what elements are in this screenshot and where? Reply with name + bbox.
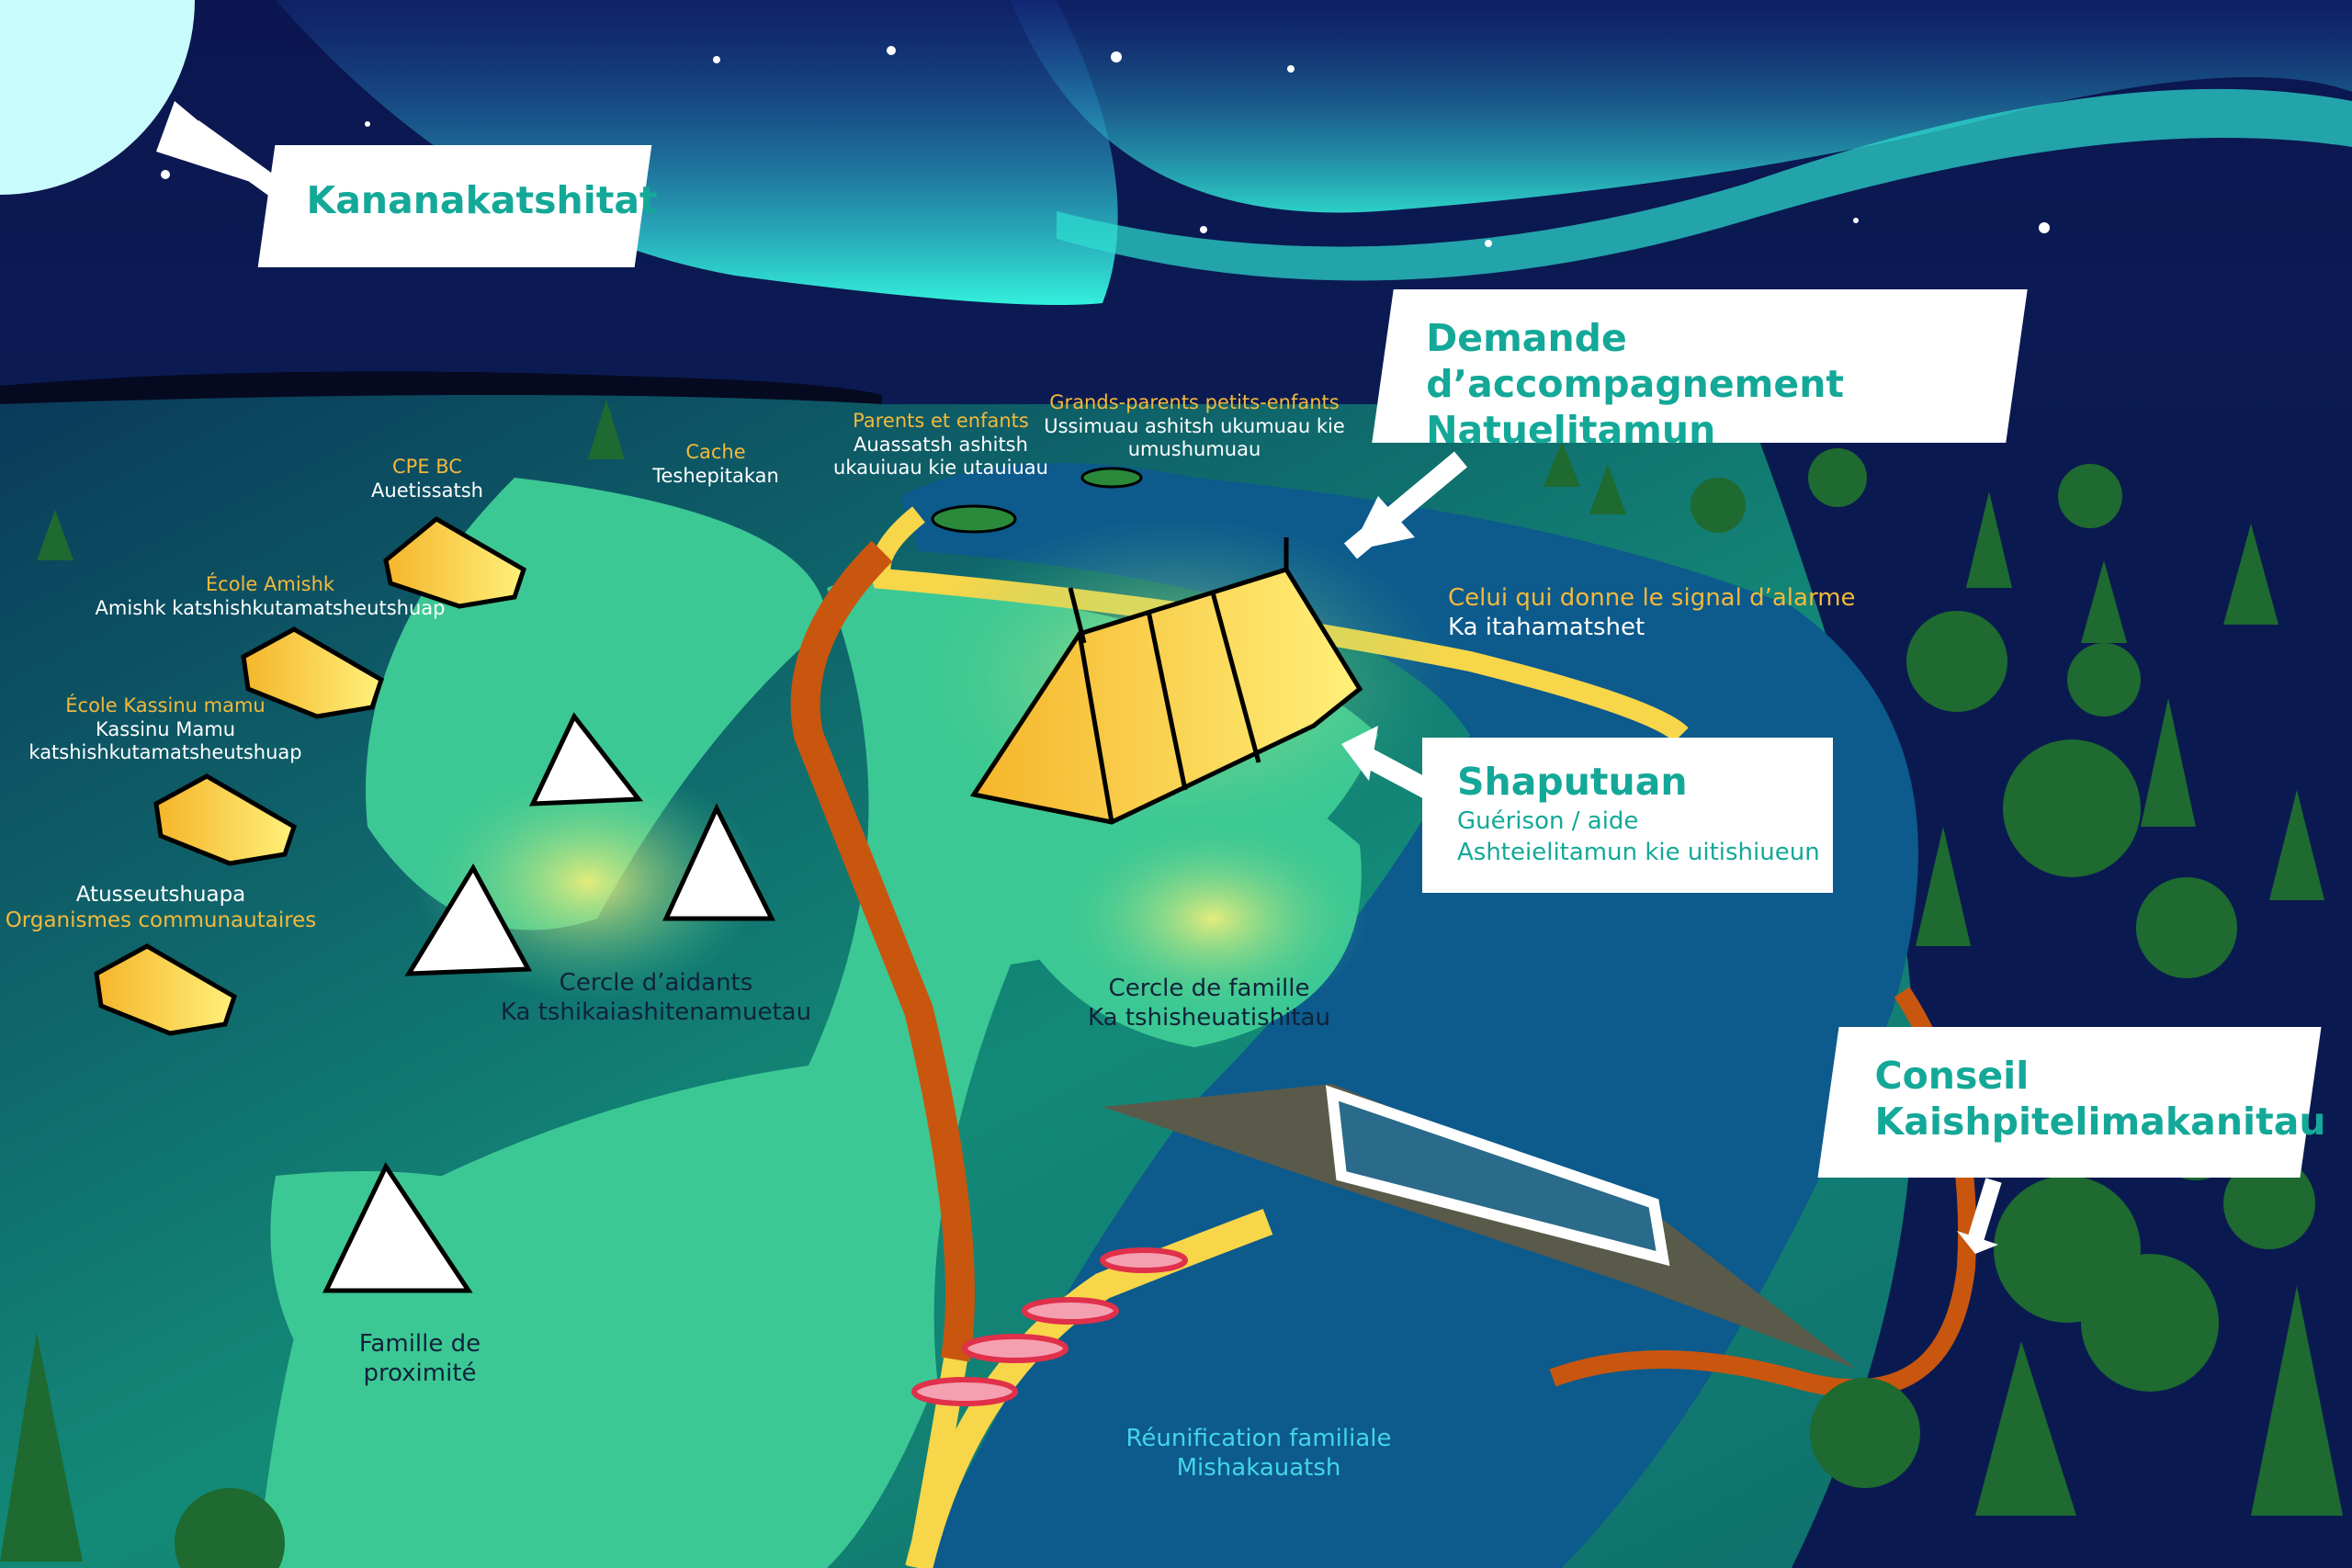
label-amishk: École Amishk Amishk katshishkutamatsheut… <box>96 573 446 620</box>
label-line: Famille de <box>358 1330 481 1358</box>
label-innu: umushumuau <box>1127 438 1261 461</box>
label-reunification: Réunification familiale Mishakauatsh <box>1126 1425 1392 1483</box>
label-innu: katshishkutamatsheutshuap <box>28 741 302 764</box>
canoes <box>931 467 1143 534</box>
label-innu: Ka tshikaiashitenamuetau <box>500 998 812 1026</box>
callout-line: Guérison / aide <box>1457 807 1639 835</box>
label-proximity: Famille de proximité <box>359 1330 481 1388</box>
label-innu: Auassatsh ashitsh <box>854 433 1028 456</box>
label-kassinu: École Kassinu mamu Kassinu Mamu katshish… <box>28 694 301 765</box>
label-helpers: Cercle d’aidants Ka tshikaiashitenamueta… <box>501 969 811 1027</box>
label-fr: Cercle de famille <box>1108 975 1310 1002</box>
callout-line: Conseil <box>1874 1054 2030 1098</box>
label-cpe: CPE BC Auetissatsh <box>371 456 483 502</box>
callout-title: Kananakatshitat <box>306 178 658 222</box>
callout-line: Natuelitamun <box>1426 408 1716 453</box>
fire-glow <box>1057 818 1369 1020</box>
label-cache: Cache Teshepitakan <box>652 441 779 488</box>
label-fr: Parents et enfants <box>853 410 1029 432</box>
callout-title: Shaputuan <box>1457 760 1688 804</box>
label-family-circle: Cercle de famille Ka tshisheuatishitau <box>1088 975 1330 1032</box>
waterfall <box>1325 1085 1670 1267</box>
label-alarm: Celui qui donne le signal d’alarme Ka it… <box>1448 584 1856 642</box>
label-innu: ukauiuau kie utauiuau <box>833 457 1048 479</box>
label-innu: Ussimuau ashitsh ukumuau kie <box>1044 414 1345 437</box>
callout-kananakatshitat: Kananakatshitat <box>257 145 658 267</box>
callout-request: Demande d’accompagnement Natuelitamun <box>1372 289 2028 452</box>
label-innu: Amishk katshishkutamatsheutshuap <box>95 596 446 619</box>
small-tents <box>94 515 527 1036</box>
callout-line: Kaishpitelimakanitau <box>1874 1100 2326 1145</box>
label-innu: Teshepitakan <box>652 464 779 487</box>
aurora <box>1057 88 2352 281</box>
label-innu: Auetissatsh <box>371 479 483 502</box>
label-fr: Cercle d’aidants <box>559 969 753 997</box>
label-organismes: Atusseutshuapa Organismes communautaires <box>6 882 317 933</box>
red-canoes <box>911 1247 1188 1406</box>
callout-shaputuan: Shaputuan Guérison / aide Ashteielitamun… <box>1422 738 1833 893</box>
label-line: proximité <box>363 1359 477 1387</box>
callout-council: Conseil Kaishpitelimakanitau <box>1817 1027 2326 1178</box>
label-innu: Kassinu Mamu <box>95 717 236 740</box>
moon <box>0 0 195 195</box>
callout-arrows <box>156 101 2002 1254</box>
label-fr: CPE BC <box>392 456 462 478</box>
callout-line: Demande d’accompagnement <box>1426 316 1844 407</box>
label-innu: Ka tshisheuatishitau <box>1088 1003 1330 1032</box>
label-fr: Celui qui donne le signal d’alarme <box>1448 584 1856 612</box>
label-grandparents: Grands-parents petits-enfants Ussimuau a… <box>1044 391 1345 462</box>
label-innu: Mishakauatsh <box>1176 1453 1341 1482</box>
label-innu: Atusseutshuapa <box>75 883 246 907</box>
label-fr: École Amishk <box>205 573 335 595</box>
callout-line: Ashteielitamun kie uitishiueun <box>1457 839 1820 866</box>
cliff <box>1102 1084 1856 1369</box>
road <box>790 540 975 1362</box>
label-parents: Parents et enfants Auassatsh ashitsh uka… <box>833 410 1048 480</box>
label-fr: Grands-parents petits-enfants <box>1049 391 1340 413</box>
label-fr: Réunification familiale <box>1125 1425 1392 1452</box>
teepees <box>322 712 776 1293</box>
shaputuan-tent <box>969 537 1363 825</box>
trees <box>0 400 2343 1568</box>
stars <box>161 46 2050 247</box>
label-fr: Organismes communautaires <box>5 908 317 933</box>
label-innu: Ka itahamatshet <box>1448 613 1645 641</box>
aurora <box>276 0 1118 305</box>
label-fr: École Kassinu mamu <box>65 694 266 716</box>
label-fr: Cache <box>685 441 746 463</box>
aurora <box>1011 0 2352 213</box>
